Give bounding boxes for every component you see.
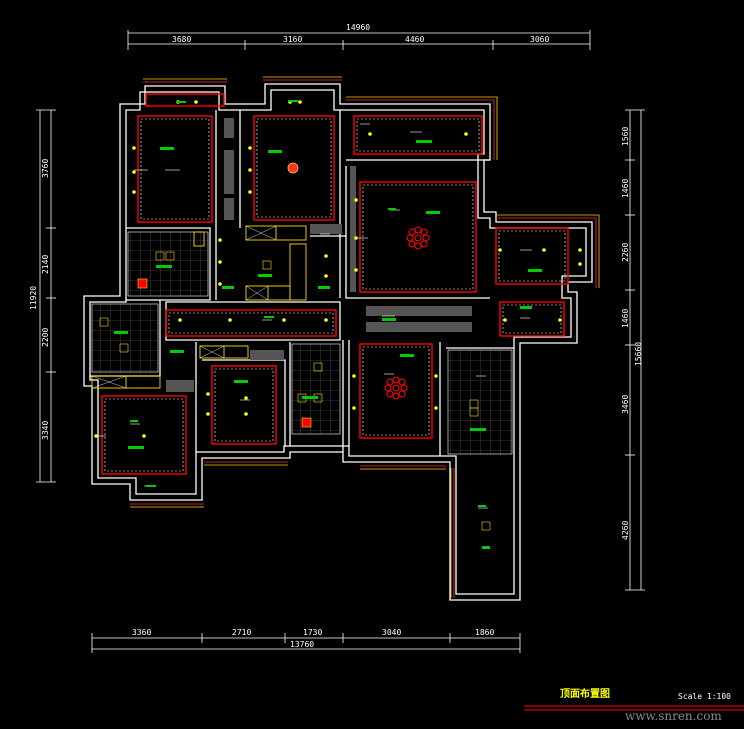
dim-top-2: 3160 (283, 35, 302, 44)
dim-right-3: 2260 (621, 243, 630, 262)
walls (83, 83, 593, 601)
dim-left-total: 11920 (29, 286, 38, 310)
dim-top-3: 4460 (405, 35, 424, 44)
dim-right-6: 4260 (621, 521, 630, 540)
ceiling-lamp-bedroom (287, 162, 299, 174)
dim-right-1: 1560 (621, 127, 630, 146)
dim-left-1: 3760 (41, 159, 50, 178)
chandelier-dining (384, 376, 408, 400)
dimension-bottom (91, 633, 521, 653)
dim-bottom-total: 13760 (290, 640, 314, 649)
cabinets (166, 118, 472, 392)
dim-top-total: 14960 (346, 23, 370, 32)
dim-top-1: 3680 (172, 35, 191, 44)
dim-left-3: 2200 (41, 328, 50, 347)
dimension-left (36, 109, 56, 483)
dim-right-5: 3460 (621, 395, 630, 414)
dim-top-4: 3060 (530, 35, 549, 44)
dim-bottom-1: 3360 (132, 628, 151, 637)
ceiling-dashed-inner (104, 118, 566, 472)
bath-heaters (99, 251, 491, 531)
dim-left-2: 2140 (41, 255, 50, 274)
dim-right-4: 1460 (621, 309, 630, 328)
annotation-marks (114, 100, 542, 549)
downlights (94, 100, 582, 438)
scale-label: Scale 1:100 (678, 692, 731, 701)
dim-left-4: 3340 (41, 421, 50, 440)
title-underline (524, 705, 744, 711)
dimension-top (127, 30, 591, 50)
drawing-title: 顶面布置图 (560, 687, 610, 700)
dim-right-total: 15660 (634, 342, 643, 366)
wardrobe-crosses (91, 225, 277, 389)
watermark: www.snren.com (625, 709, 722, 723)
dim-right-2: 1460 (621, 179, 630, 198)
dim-bottom-5: 1860 (475, 628, 494, 637)
dim-bottom-4: 3040 (382, 628, 401, 637)
dim-bottom-2: 2710 (232, 628, 251, 637)
ceiling-outlines (101, 93, 569, 475)
dim-bottom-3: 1730 (303, 628, 322, 637)
dimension-right (625, 109, 645, 591)
chandelier-living (406, 226, 430, 250)
window-lines (130, 76, 600, 598)
